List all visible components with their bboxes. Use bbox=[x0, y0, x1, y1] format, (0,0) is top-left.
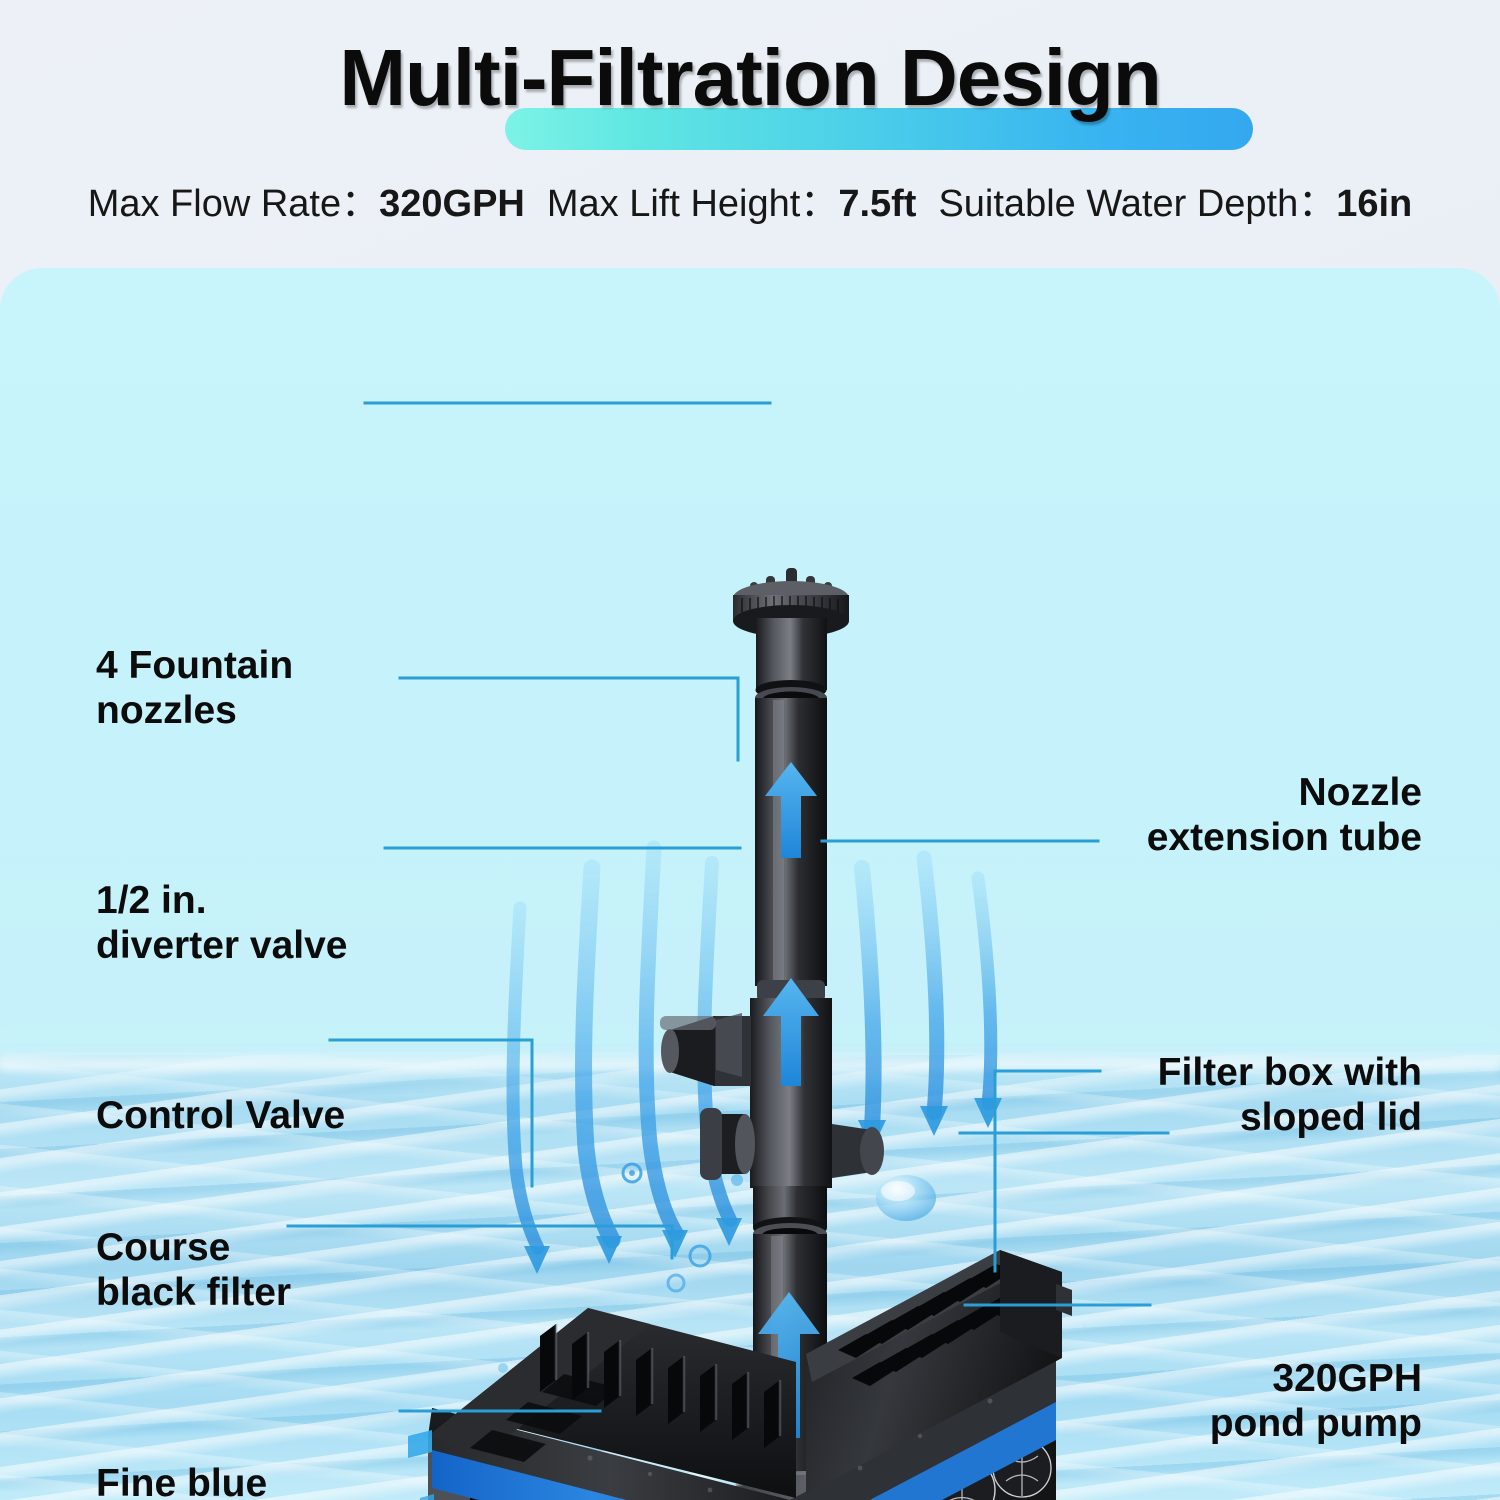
label-control-valve: Control Valve bbox=[96, 1094, 346, 1137]
filter-box bbox=[408, 1250, 1072, 1500]
label-fine-blue-filter: Fine bluefilter bbox=[96, 1462, 268, 1500]
course-black-filter-foam bbox=[432, 1408, 790, 1500]
bubbles bbox=[498, 1162, 936, 1373]
spec-label-water-depth: Suitable Water Depth： bbox=[938, 183, 1337, 225]
spec-label-flow-rate: Max Flow Rate： bbox=[87, 183, 380, 225]
spec-value-flow-rate: 320GPH bbox=[379, 183, 525, 225]
nozzle-extension-tube bbox=[755, 687, 827, 986]
control-valve bbox=[700, 1108, 884, 1188]
filter-box-lid-left bbox=[408, 1308, 796, 1500]
product-illustration bbox=[408, 568, 1072, 1500]
spec-label-lift-height: Max Lift Height： bbox=[546, 183, 839, 225]
header: Multi-Filtration Design Max Flow Rate：32… bbox=[0, 0, 1500, 268]
diverter-valve bbox=[660, 980, 832, 1114]
water-flow-streams bbox=[506, 840, 998, 1255]
lid-slats-right bbox=[838, 1264, 1028, 1386]
spec-value-lift-height: 7.5ft bbox=[838, 183, 917, 225]
spec-strip: Max Flow Rate：320GPH Max Lift Height：7.5f… bbox=[0, 172, 1500, 227]
spec-value-water-depth: 16in bbox=[1336, 183, 1413, 225]
title-underline-bar bbox=[505, 108, 1253, 150]
flow-arrow-up-mid bbox=[763, 978, 819, 1086]
fountain-nozzle-head bbox=[733, 568, 849, 700]
flow-arrow-up-top bbox=[765, 762, 817, 858]
filter-box-lid-right bbox=[806, 1250, 1072, 1494]
label-diverter-valve: 1/2 in.diverter valve bbox=[96, 879, 348, 968]
page-title-wrap: Multi-Filtration Design bbox=[0, 38, 1500, 118]
lid-slats-left bbox=[540, 1324, 780, 1448]
page-title: Multi-Filtration Design bbox=[339, 33, 1161, 122]
